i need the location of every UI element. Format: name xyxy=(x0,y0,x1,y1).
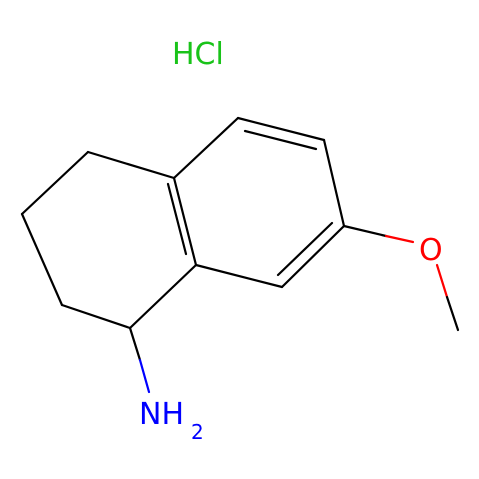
salt-hcl-label: HCl xyxy=(172,37,224,72)
bond-c7-c8-inner xyxy=(276,221,334,277)
bond-c8a-c4a xyxy=(172,176,198,267)
oxygen-atom-label: O xyxy=(419,233,443,268)
bond-c7-o-red xyxy=(384,234,415,244)
bond-c6-c7 xyxy=(322,138,346,228)
bond-c1-n-black xyxy=(128,326,142,362)
bond-o-ch3-black xyxy=(445,295,460,332)
bond-c4-c4a xyxy=(86,150,176,180)
amine-nh-label: NH xyxy=(139,397,184,432)
bond-c1-n-blue xyxy=(138,358,151,394)
bond-c1-c2 xyxy=(60,303,132,330)
bond-o-ch3-red xyxy=(435,263,449,299)
bond-c5-c6-inner xyxy=(243,129,318,151)
bond-c5-c6 xyxy=(236,116,326,142)
bond-c4a-c5 xyxy=(172,116,240,180)
amine-subscript-label: 2 xyxy=(191,420,204,444)
bond-c3-c4 xyxy=(20,150,90,216)
bond-c2-c3 xyxy=(20,212,64,307)
bond-c7-o-black xyxy=(342,224,388,238)
bond-c8a-c4a-inner xyxy=(166,182,188,256)
bond-c7-c8 xyxy=(280,224,346,289)
bond-c8-c8a xyxy=(194,263,284,289)
bond-c8a-c1 xyxy=(128,263,198,330)
